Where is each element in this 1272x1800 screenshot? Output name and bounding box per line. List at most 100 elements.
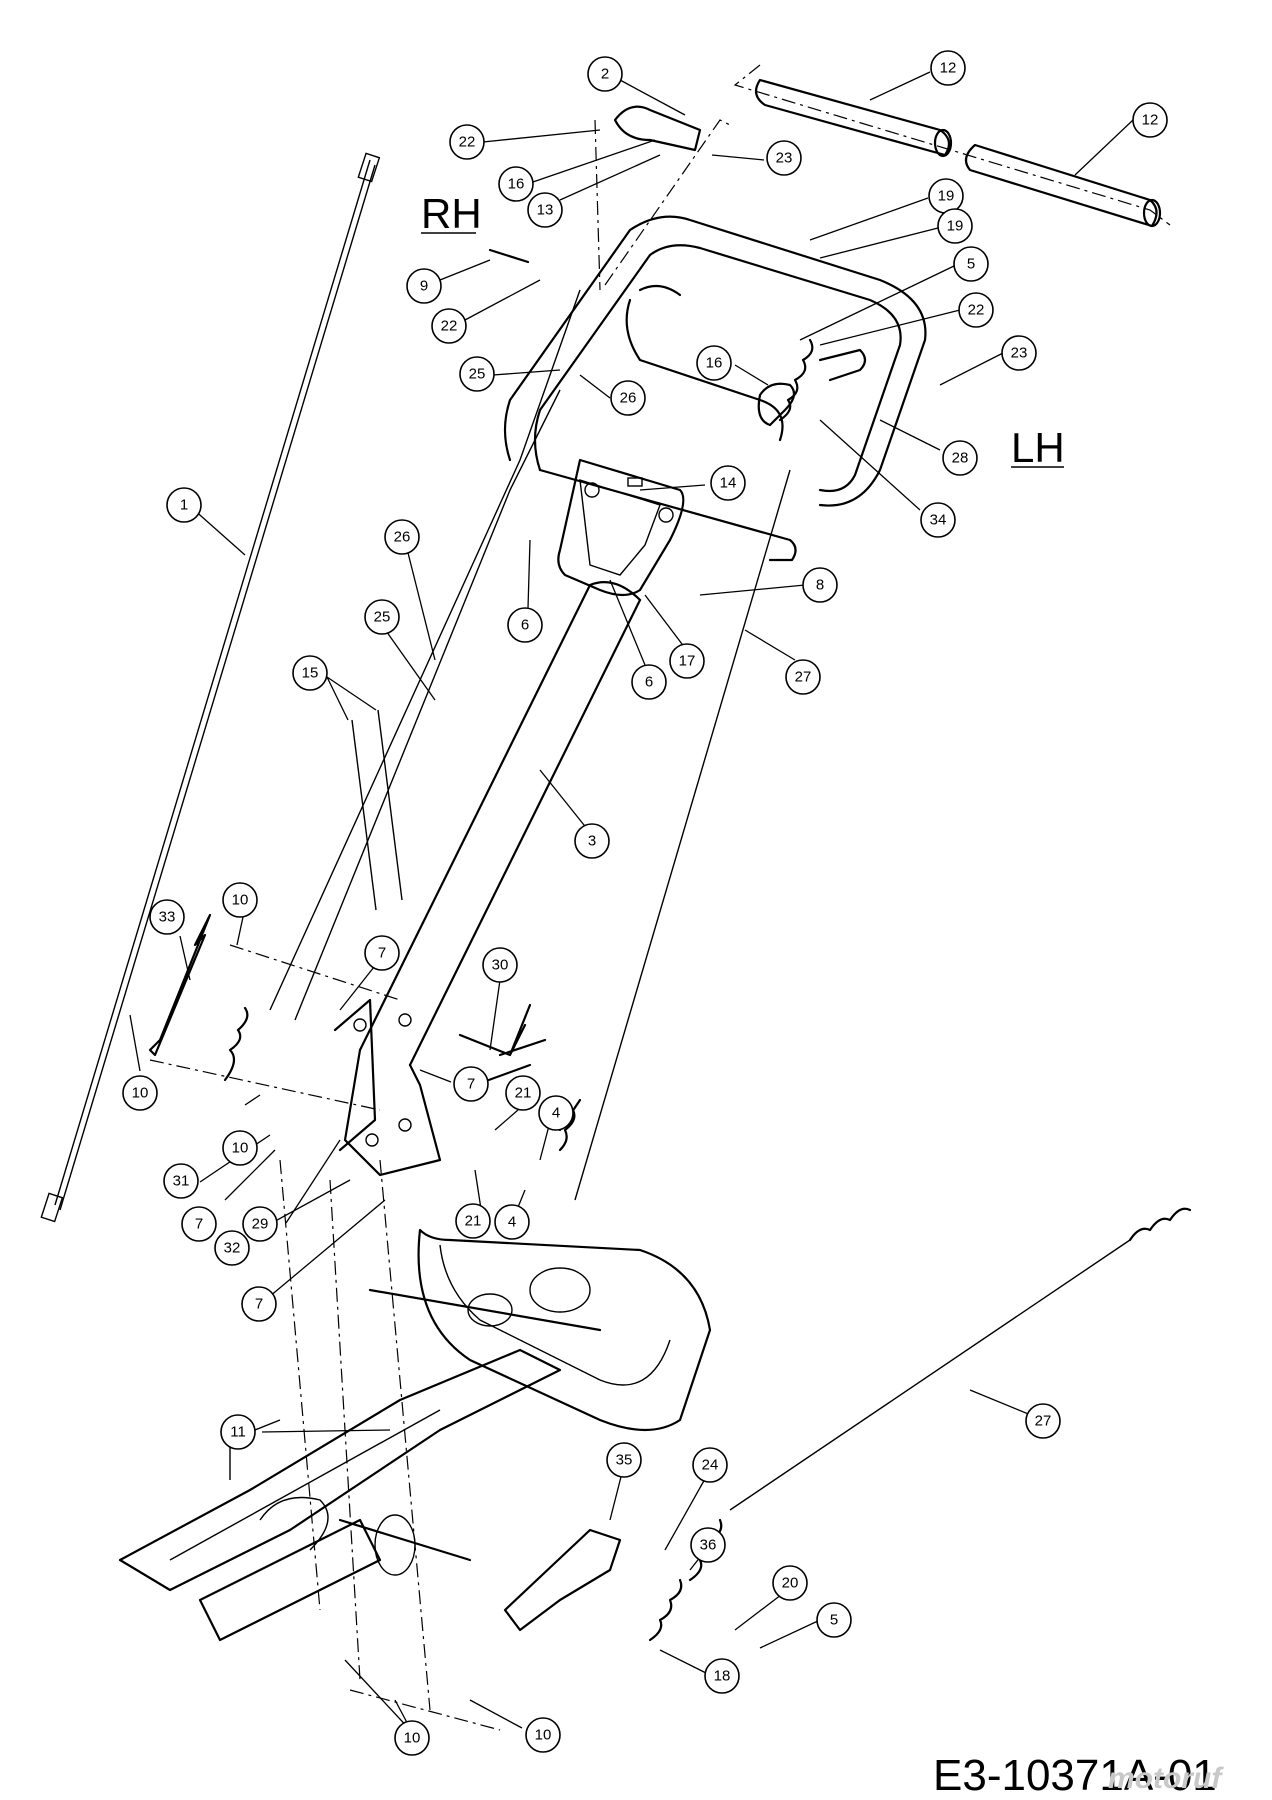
- svg-text:19: 19: [938, 188, 955, 205]
- spring-left: [223, 1006, 249, 1082]
- callout-12: 12: [930, 50, 966, 86]
- callouts: 12 12 2 22 23 16 13 19 19 9 22 5 22 23 1…: [122, 50, 1168, 1756]
- callout-24: 24: [692, 1447, 728, 1483]
- svg-text:3: 3: [588, 833, 596, 850]
- callout-1: 1: [166, 487, 202, 523]
- cable-1: [40, 152, 381, 1223]
- upper-handle-bar: [503, 215, 927, 507]
- main-handle-tube: [358, 581, 642, 1067]
- svg-text:4: 4: [552, 1105, 560, 1122]
- callout-2: 2: [587, 56, 623, 92]
- cable-27-lower: [729, 1239, 1131, 1511]
- svg-text:7: 7: [378, 945, 386, 962]
- svg-text:35: 35: [616, 1452, 633, 1469]
- callout-8: 8: [802, 567, 838, 603]
- strap: [148, 913, 212, 1057]
- lower-frame: [118, 1348, 562, 1642]
- callout-18: 18: [704, 1658, 740, 1694]
- drawing-code: E3-10371A-01: [933, 1751, 1217, 1800]
- svg-text:12: 12: [1142, 112, 1159, 129]
- callout-4: 4: [538, 1095, 574, 1131]
- bolt-4a: [498, 1038, 547, 1057]
- svg-text:36: 36: [700, 1537, 717, 1554]
- svg-text:15: 15: [302, 665, 319, 682]
- callout-16: 16: [696, 345, 732, 381]
- cable-25: [294, 389, 561, 1021]
- svg-text:23: 23: [1011, 345, 1028, 362]
- callout-16: 16: [498, 166, 534, 202]
- svg-text:8: 8: [816, 577, 824, 594]
- handle-grip-right: [754, 78, 953, 158]
- callout-3: 3: [574, 823, 610, 859]
- svg-text:32: 32: [224, 1240, 241, 1257]
- callout-9: 9: [406, 268, 442, 304]
- callout-29: 29: [242, 1206, 278, 1242]
- svg-text:9: 9: [420, 278, 428, 295]
- callout-17: 17: [669, 643, 705, 679]
- callout-7: 7: [241, 1286, 277, 1322]
- svg-text:10: 10: [404, 1730, 421, 1747]
- callout-10: 10: [222, 882, 258, 918]
- svg-text:12: 12: [940, 60, 957, 77]
- svg-text:25: 25: [374, 609, 391, 626]
- svg-text:20: 20: [782, 1575, 799, 1592]
- callout-5: 5: [816, 1602, 852, 1638]
- svg-text:5: 5: [830, 1612, 838, 1629]
- callout-22: 22: [449, 124, 485, 160]
- svg-text:23: 23: [776, 150, 793, 167]
- svg-text:10: 10: [132, 1085, 149, 1102]
- rh-label: RH: [421, 190, 482, 237]
- callout-10: 10: [525, 1717, 561, 1753]
- callout-28: 28: [942, 440, 978, 476]
- callout-25: 25: [459, 356, 495, 392]
- svg-text:24: 24: [702, 1457, 719, 1474]
- svg-text:19: 19: [947, 218, 964, 235]
- lh-label: LH: [1011, 424, 1065, 471]
- parts-drawing: [40, 64, 1192, 1731]
- bracket-35: [503, 1528, 622, 1632]
- callout-13: 13: [527, 192, 563, 228]
- svg-text:31: 31: [173, 1173, 190, 1190]
- callout-22: 22: [431, 308, 467, 344]
- callout-32: 32: [214, 1230, 250, 1266]
- svg-text:21: 21: [515, 1085, 532, 1102]
- svg-text:14: 14: [720, 475, 737, 492]
- svg-text:18: 18: [714, 1668, 731, 1685]
- svg-text:22: 22: [968, 302, 985, 319]
- svg-text:16: 16: [706, 355, 723, 372]
- rod-15a: [351, 719, 377, 911]
- callout-6: 6: [631, 664, 667, 700]
- callout-21: 21: [505, 1075, 541, 1111]
- svg-text:27: 27: [1035, 1413, 1052, 1430]
- svg-text:1: 1: [180, 497, 188, 514]
- spring-34: [778, 338, 814, 422]
- watermark: motoruf: [1108, 1762, 1224, 1795]
- callout-33: 33: [149, 899, 185, 935]
- svg-text:10: 10: [535, 1727, 552, 1744]
- svg-text:17: 17: [679, 653, 696, 670]
- callout-27: 27: [1025, 1403, 1061, 1439]
- svg-text:10: 10: [232, 1140, 249, 1157]
- svg-text:16: 16: [508, 176, 525, 193]
- callout-30: 30: [482, 947, 518, 983]
- lever-2-assembly: [613, 105, 702, 152]
- callout-11: 11: [220, 1414, 256, 1450]
- callout-15: 15: [292, 655, 328, 691]
- svg-text:34: 34: [930, 512, 947, 529]
- callout-27: 27: [785, 659, 821, 695]
- svg-text:6: 6: [521, 617, 529, 634]
- svg-text:5: 5: [967, 256, 975, 273]
- svg-text:33: 33: [159, 909, 176, 926]
- svg-text:6: 6: [645, 674, 653, 691]
- callout-10: 10: [394, 1720, 430, 1756]
- callout-6: 6: [507, 607, 543, 643]
- lever-bracket: [818, 348, 867, 382]
- svg-text:28: 28: [952, 450, 969, 467]
- callout-5: 5: [953, 246, 989, 282]
- svg-text:25: 25: [469, 366, 486, 383]
- callout-34: 34: [920, 502, 956, 538]
- callout-31: 31: [163, 1163, 199, 1199]
- svg-text:7: 7: [195, 1216, 203, 1233]
- svg-text:26: 26: [620, 390, 637, 407]
- callout-10: 10: [222, 1130, 258, 1166]
